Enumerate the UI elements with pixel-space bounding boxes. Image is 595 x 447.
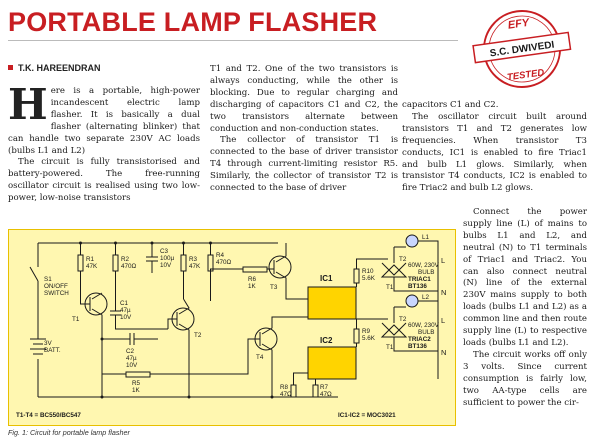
- col3-para2: The oscillator circuit built around tran…: [402, 111, 587, 194]
- ic2-body: [307, 346, 357, 380]
- label-ic-note: IC1-IC2 = MOC3021: [338, 412, 396, 419]
- byline: T.K. HAREENDRAN: [8, 63, 101, 73]
- text-column-4: Connect the power supply line (L) of mai…: [463, 207, 587, 409]
- stamp-top: EFY: [507, 17, 532, 32]
- bulb-l2: [405, 294, 419, 308]
- label-t1: T1: [72, 316, 80, 323]
- col4-para1: Connect the power supply line (L) of mai…: [463, 207, 587, 348]
- label-t4: T4: [256, 354, 264, 361]
- transistor-t3: [268, 255, 292, 279]
- text-column-2: T1 and T2. One of the two transistors is…: [210, 64, 398, 195]
- label-l-top: L: [441, 256, 445, 265]
- efy-tested-stamp: EFY S.C. DWIVEDI TESTED: [472, 10, 572, 88]
- figure-caption: Fig. 1: Circuit for portable lamp flashe…: [8, 428, 130, 437]
- label-triac1-t2: T2: [399, 256, 407, 263]
- col1-para2: The circuit is fully transistorised and …: [8, 157, 200, 204]
- col3-para1: capacitors C1 and C2.: [402, 100, 499, 110]
- drop-cap: H: [8, 80, 48, 129]
- byline-marker: [8, 65, 13, 70]
- battery-symbol: [30, 338, 46, 355]
- col4-para2: The circuit works off only 3 volts. Sinc…: [463, 349, 587, 408]
- label-t2: T2: [194, 332, 202, 339]
- title-rule: [8, 40, 458, 41]
- article-title: PORTABLE LAMP FLASHER: [8, 7, 378, 37]
- label-triac1-t1: T1: [386, 284, 394, 291]
- col2-para2: The collector of transistor T1 is connec…: [210, 135, 398, 194]
- label-l-bottom: L: [441, 316, 445, 325]
- stamp-bottom: TESTED: [506, 67, 545, 83]
- label-t3: T3: [270, 284, 278, 291]
- text-column-3: capacitors C1 and C2. The oscillator cir…: [402, 100, 587, 195]
- switch-s1: [29, 266, 39, 282]
- label-n-bottom: N: [441, 348, 446, 357]
- label-ic2: IC2: [320, 336, 333, 345]
- bulb-l1: [405, 234, 419, 248]
- label-transistor-note: T1-T4 = BC550/BC547: [16, 412, 81, 419]
- label-triac2-t1: T1: [386, 344, 394, 351]
- label-ic1: IC1: [320, 274, 333, 283]
- author-name: T.K. HAREENDRAN: [18, 63, 101, 73]
- col1-para1: ere is a portable, high-power incandesce…: [8, 86, 200, 156]
- diagram-background: [8, 229, 456, 426]
- col2-para1: T1 and T2. One of the two transistors is…: [210, 64, 398, 134]
- ic1-body: [307, 286, 357, 320]
- label-triac2-t2: T2: [399, 316, 407, 323]
- label-n-top: N: [441, 288, 446, 297]
